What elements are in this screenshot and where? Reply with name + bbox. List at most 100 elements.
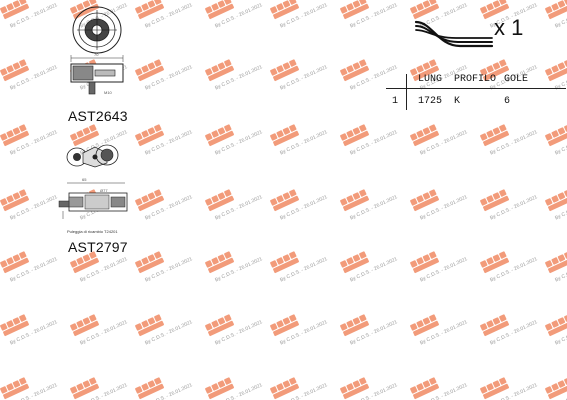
watermark-text: By C.D.S. - 26.01.2021 xyxy=(214,129,263,156)
watermark-badge-bar xyxy=(273,3,299,20)
watermark-badge-square xyxy=(410,198,418,206)
watermark-text: By C.D.S. - 26.01.2021 xyxy=(419,194,468,221)
belt-spec-table: LUNG PROFILO GOLE 1 1725 K 6 xyxy=(386,70,566,114)
watermark-badge-bar xyxy=(73,383,99,400)
watermark-badge-square xyxy=(486,195,494,203)
watermark-badge-square xyxy=(352,62,361,70)
watermark-badge-square xyxy=(410,323,418,331)
watermark-text: By C.D.S. - 26.01.2021 xyxy=(214,256,263,283)
watermark-badge-bar xyxy=(343,130,369,147)
watermark-tile: By C.D.S. - 26.01.2021 xyxy=(545,189,567,221)
watermark-badge-bar xyxy=(273,65,299,82)
watermark-text: By C.D.S. - 26.01.2021 xyxy=(554,194,567,221)
watermark-badge-square xyxy=(205,198,213,206)
watermark-badge-square xyxy=(70,260,78,268)
watermark-badge-square xyxy=(480,6,488,14)
watermark-text: By C.D.S. - 26.01.2021 xyxy=(144,2,193,29)
watermark-tile: By C.D.S. - 26.01.2021 xyxy=(480,251,539,283)
watermark-badge-square xyxy=(492,254,501,262)
watermark-badge-square xyxy=(486,130,494,138)
watermark-badge-square xyxy=(276,195,284,203)
watermark-badge-square xyxy=(0,198,8,206)
watermark-badge-bar xyxy=(483,130,509,147)
belt-quantity: x 1 xyxy=(494,15,524,40)
watermark-badge-square xyxy=(352,254,361,262)
watermark-badge-square xyxy=(76,320,84,328)
watermark-badge-square xyxy=(82,380,91,388)
watermark-badge-square xyxy=(551,383,559,391)
watermark-badge-square xyxy=(12,317,21,325)
watermark-text: By C.D.S. - 26.01.2021 xyxy=(489,256,538,283)
watermark-badge-bar xyxy=(273,195,299,212)
watermark-badge-square xyxy=(289,251,297,259)
watermark-badge-square xyxy=(270,68,278,76)
watermark-text: By C.D.S. - 26.01.2021 xyxy=(9,194,58,221)
watermark-badge-bar xyxy=(138,65,164,82)
watermark-text: By C.D.S. - 26.01.2021 xyxy=(489,194,538,221)
watermark-tile: By C.D.S. - 26.01.2021 xyxy=(205,124,264,156)
watermark-badge-square xyxy=(211,383,219,391)
watermark-badge-square xyxy=(352,317,361,325)
row-length: 1725 xyxy=(418,96,443,107)
watermark-badge-square xyxy=(499,0,507,5)
watermark-badge-square xyxy=(480,198,488,206)
watermark-badge-square xyxy=(141,195,149,203)
watermark-badge-bar xyxy=(548,257,567,274)
watermark-badge-square xyxy=(12,254,21,262)
watermark-text: By C.D.S. - 26.01.2021 xyxy=(349,129,398,156)
watermark-badge-square xyxy=(141,3,149,11)
watermark-badge-square xyxy=(359,124,367,132)
watermark-text: By C.D.S. - 26.01.2021 xyxy=(214,382,263,400)
watermark-text: By C.D.S. - 26.01.2021 xyxy=(279,319,328,346)
watermark-tile: By C.D.S. - 26.01.2021 xyxy=(270,124,329,156)
watermark-badge-square xyxy=(211,195,219,203)
watermark-tile: By C.D.S. - 26.01.2021 xyxy=(270,0,329,29)
watermark-badge-square xyxy=(205,323,213,331)
watermark-badge-bar xyxy=(208,130,234,147)
watermark-badge-square xyxy=(557,62,566,70)
watermark-tile: By C.D.S. - 26.01.2021 xyxy=(340,377,399,400)
watermark-badge-square xyxy=(154,251,162,259)
poly-v-belt-icon xyxy=(414,20,494,48)
watermark-badge-bar xyxy=(3,195,29,212)
watermark-badge-square xyxy=(282,127,291,135)
watermark-badge-square xyxy=(270,6,278,14)
watermark-text: By C.D.S. - 26.01.2021 xyxy=(144,129,193,156)
watermark-tile: By C.D.S. - 26.01.2021 xyxy=(205,59,264,91)
watermark-badge-square xyxy=(154,0,162,5)
watermark-badge-square xyxy=(224,251,232,259)
row-ribs: 6 xyxy=(504,96,511,107)
watermark-badge-square xyxy=(154,124,162,132)
watermark-badge-square xyxy=(224,124,232,132)
watermark-badge-square xyxy=(6,195,14,203)
watermark-badge-bar xyxy=(548,3,567,20)
watermark-badge-square xyxy=(352,127,361,135)
watermark-badge-square xyxy=(359,251,367,259)
watermark-badge-bar xyxy=(483,320,509,337)
watermark-badge-square xyxy=(0,323,8,331)
watermark-tile: By C.D.S. - 26.01.2021 xyxy=(340,189,399,221)
watermark-badge-square xyxy=(486,320,494,328)
watermark-badge-square xyxy=(545,323,553,331)
watermark-badge-square xyxy=(82,317,91,325)
watermark-badge-bar xyxy=(413,195,439,212)
replacement-pulley-caption: Puleggia di ricambio T24201 xyxy=(67,229,118,234)
watermark-text: By C.D.S. - 26.01.2021 xyxy=(349,194,398,221)
watermark-badge-bar xyxy=(483,257,509,274)
watermark-badge-bar xyxy=(343,257,369,274)
watermark-badge-square xyxy=(135,68,143,76)
watermark-text: By C.D.S. - 26.01.2021 xyxy=(349,2,398,29)
watermark-tile: By C.D.S. - 26.01.2021 xyxy=(480,314,539,346)
watermark-badge-square xyxy=(346,195,354,203)
watermark-text: By C.D.S. - 26.01.2021 xyxy=(144,64,193,91)
watermark-badge-square xyxy=(492,192,501,200)
watermark-badge-bar xyxy=(548,320,567,337)
watermark-tile: By C.D.S. - 26.01.2021 xyxy=(70,314,129,346)
watermark-tile: By C.D.S. - 26.01.2021 xyxy=(340,251,399,283)
watermark-badge-square xyxy=(270,323,278,331)
watermark-text: By C.D.S. - 26.01.2021 xyxy=(214,319,263,346)
watermark-badge-square xyxy=(270,133,278,141)
watermark-badge-square xyxy=(224,189,232,197)
watermark-badge-square xyxy=(289,189,297,197)
watermark-badge-square xyxy=(211,130,219,138)
